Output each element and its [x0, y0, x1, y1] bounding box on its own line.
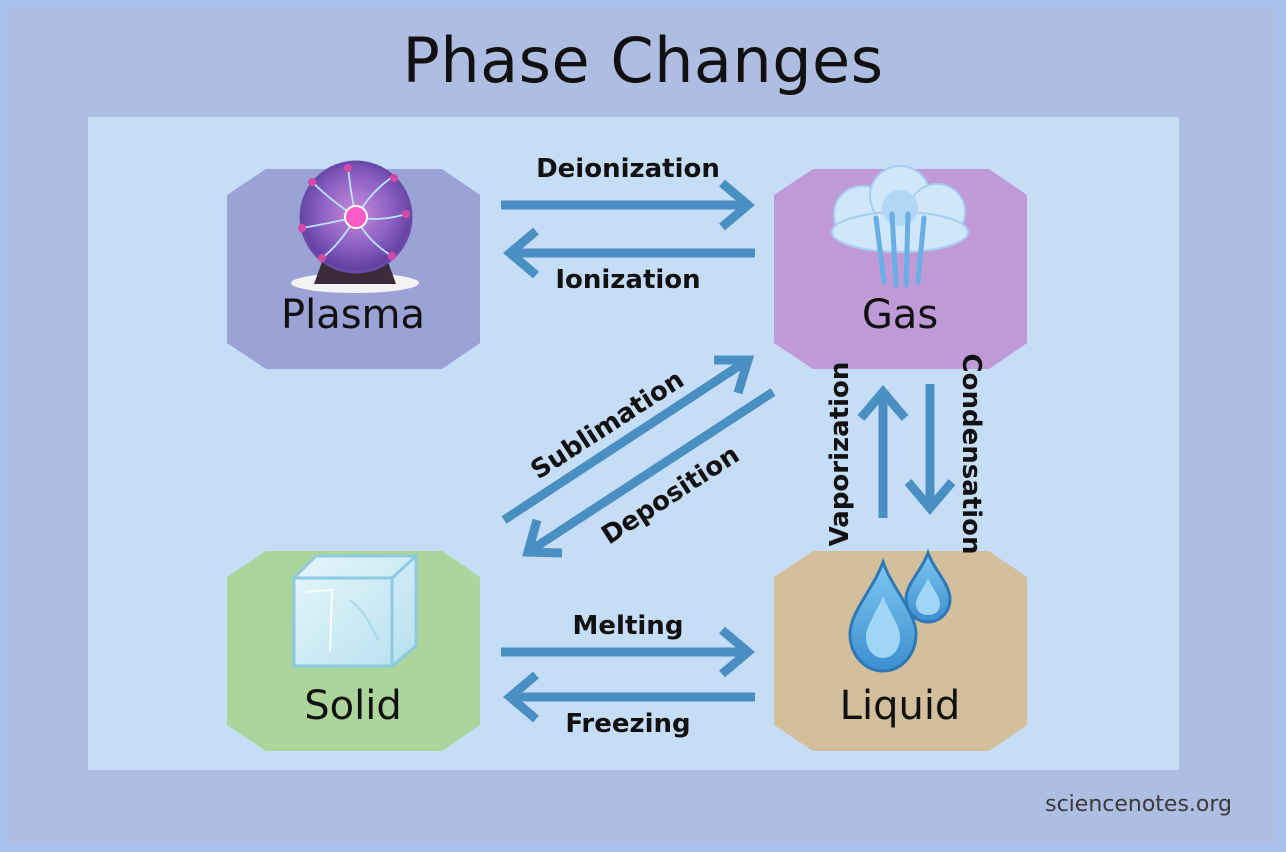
melting-arrow [501, 626, 755, 678]
water-drops-icon [848, 548, 952, 673]
state-gas: Gas [774, 165, 1027, 369]
ionization-label: Ionization [555, 265, 700, 295]
condensation-label: Condensation [956, 354, 986, 555]
page-title: Phase Changes [402, 24, 884, 97]
plasma-label: Plasma [281, 292, 425, 338]
credit-text: sciencenotes.org [1045, 792, 1232, 817]
solid-label: Solid [304, 683, 401, 729]
state-plasma: Plasma [227, 160, 480, 369]
gas-label: Gas [862, 292, 938, 338]
sublimation-arrow [501, 355, 755, 524]
state-liquid: Liquid [774, 548, 1027, 751]
freezing-label: Freezing [565, 709, 690, 739]
deionization-label: Deionization [536, 154, 720, 184]
deionization-arrow [501, 179, 755, 231]
liquid-label: Liquid [840, 683, 961, 729]
cloud-icon [831, 165, 969, 288]
vaporization-label: Vaporization [825, 362, 855, 547]
state-solid: Solid [227, 551, 480, 751]
freezing-arrow [503, 671, 755, 723]
ionization-arrow [503, 227, 755, 279]
ice-cube-icon [292, 554, 418, 668]
deposition-arrow [522, 388, 776, 558]
condensation-arrow [904, 384, 956, 515]
plasma-ball-icon [291, 160, 419, 293]
melting-label: Melting [573, 611, 684, 641]
vaporization-arrow [857, 385, 909, 518]
